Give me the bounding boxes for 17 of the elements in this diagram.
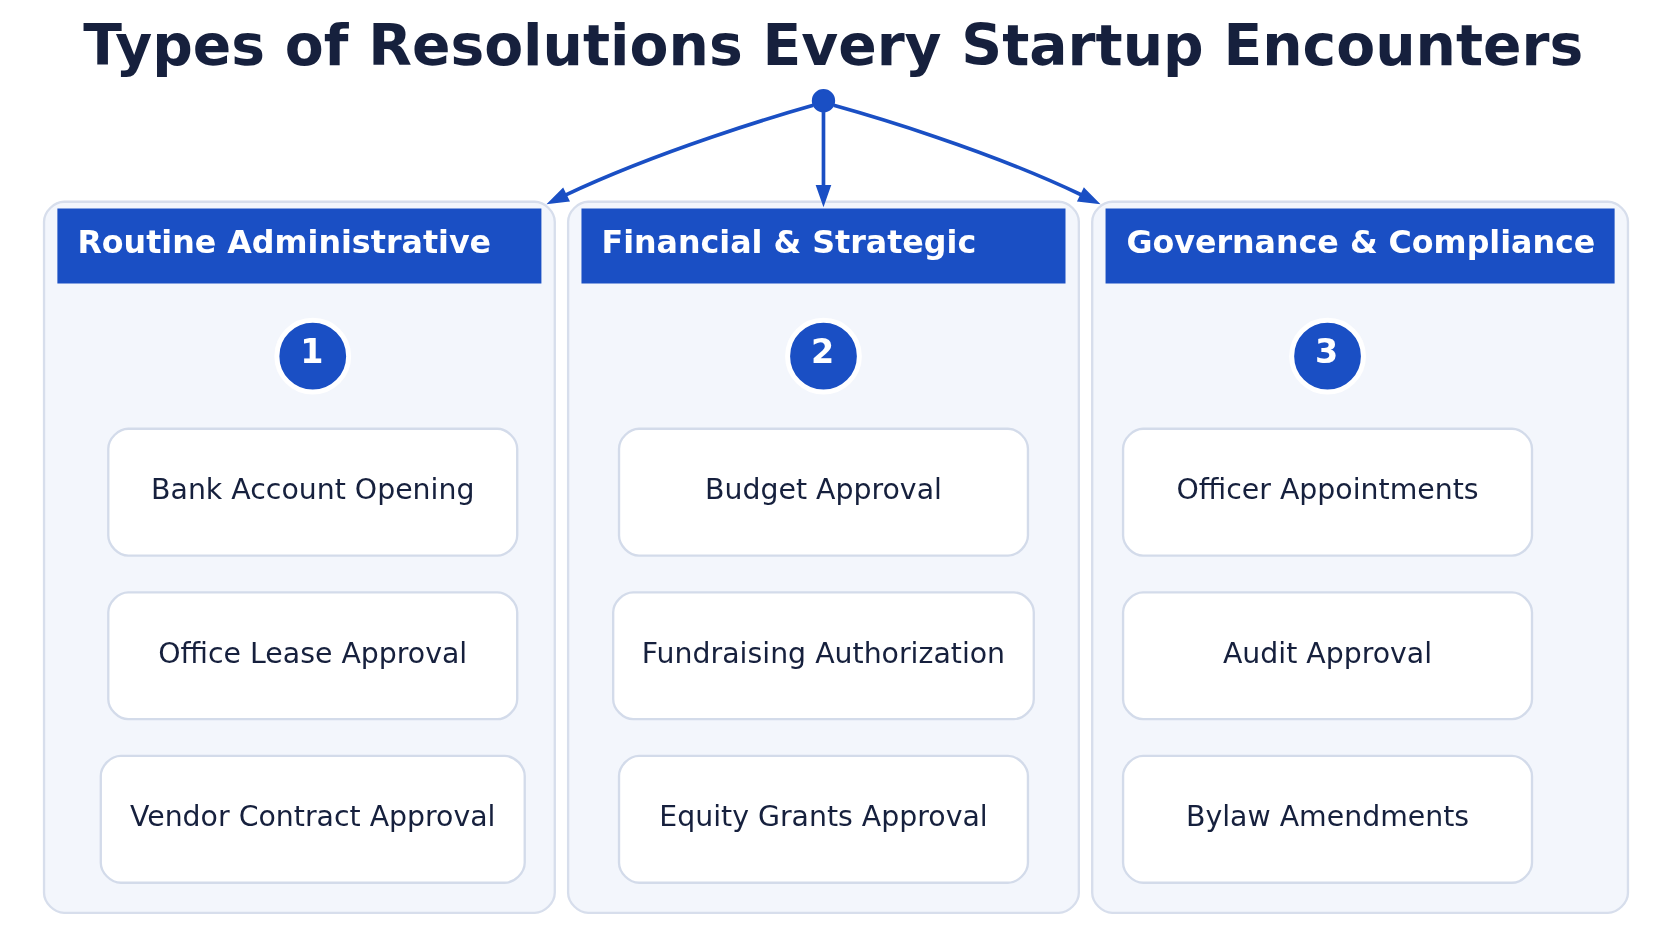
- arrow: [833, 103, 1101, 205]
- node-circle: 1: [274, 317, 352, 395]
- node-box: Officer Appointments: [1121, 427, 1534, 557]
- node-box: Audit Approval: [1121, 591, 1534, 721]
- arrow: [815, 112, 832, 208]
- node-circle: [811, 89, 836, 113]
- node-box: Budget Approval: [617, 427, 1030, 557]
- node-circle: 3: [1289, 317, 1366, 395]
- node-circle: 2: [785, 317, 862, 395]
- node-box: Equity Grants Approval: [617, 754, 1030, 884]
- diagram-title: Types of Resolutions Every Startup Encounters: [83, 12, 1584, 79]
- node-box: Bank Account Opening: [107, 427, 519, 557]
- arrow: [546, 103, 814, 205]
- node-box: Bylaw Amendments: [1121, 754, 1534, 884]
- node-box: Vendor Contract Approval: [99, 754, 526, 884]
- node-box: Fundraising Authorization: [612, 591, 1035, 721]
- node-box: Office Lease Approval: [107, 591, 519, 721]
